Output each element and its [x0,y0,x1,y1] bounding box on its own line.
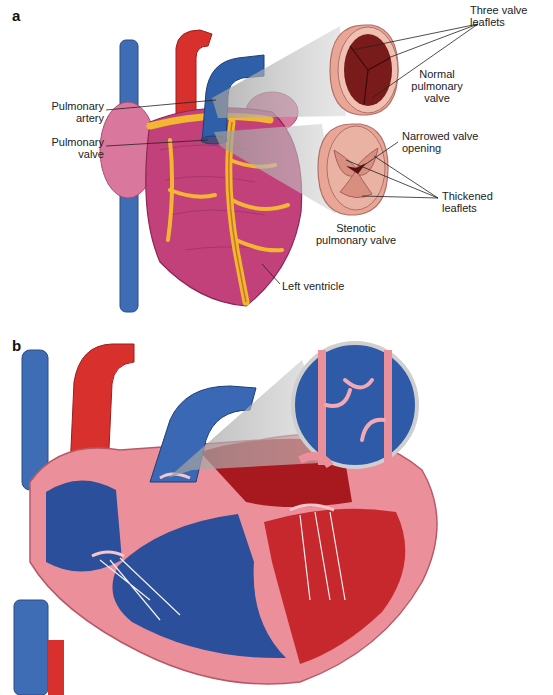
narrowed-opening [346,163,366,174]
part-label: Thickened leaflets [442,190,504,214]
zoom-circle [293,343,417,467]
myocardium [30,434,437,684]
zoom-cone [212,26,346,118]
part-label: Stenotic pulmonary valve [312,222,400,246]
left-ventricle [264,509,405,664]
valve-rim [338,27,398,113]
av-valve [92,505,334,556]
leader-line [346,156,438,198]
aorta [48,640,64,695]
panel-letter: b [12,338,32,354]
chordae-tendineae [100,512,345,620]
leaflet-edge [350,46,390,104]
valve-opening [344,34,392,106]
panel-letter: a [12,8,32,24]
valve-leaflet [326,380,384,440]
leader-line [360,142,398,168]
right-atrium [46,480,122,571]
part-label: Three valve leaflets [470,4,534,28]
vena-cava [14,600,48,695]
thickened-leaflet [334,148,378,176]
valve-rim [327,126,385,210]
part-label: Normal pulmonary valve [408,68,466,104]
valve-tube [318,124,388,215]
leader-line [262,264,280,284]
vessel-wall [318,350,392,466]
part-label: Pulmonary valve [46,136,104,160]
leader-line [106,100,216,110]
thickened-leaflet [340,170,372,198]
part-label: Narrowed valve opening [402,130,486,154]
part-label: Pulmonary artery [46,100,104,124]
leader-line [106,140,208,146]
valve-tube [330,25,398,115]
myocardium [300,456,330,466]
right-ventricle [112,514,286,658]
part-label: Left ventricle [282,280,372,292]
